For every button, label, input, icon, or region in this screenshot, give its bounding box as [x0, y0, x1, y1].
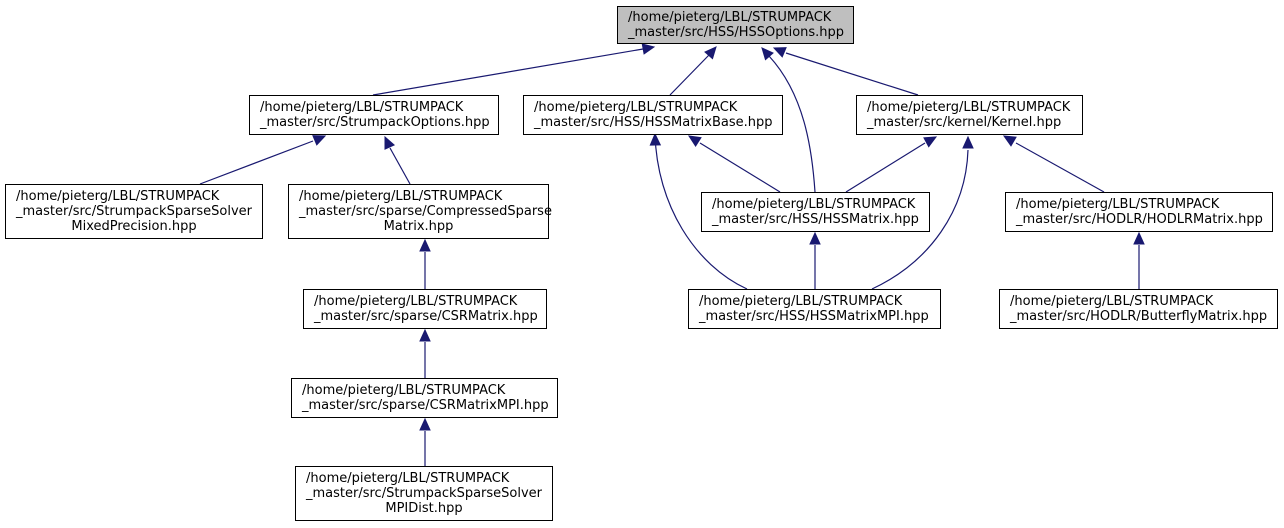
- node-label-line: /home/pieterg/LBL/STRUMPACK: [302, 383, 506, 398]
- node-kernel[interactable]: /home/pieterg/LBL/STRUMPACK_master/src/k…: [856, 95, 1083, 135]
- edge-arrowhead: [419, 238, 431, 252]
- node-label-line: /home/pieterg/LBL/STRUMPACK: [1010, 294, 1214, 309]
- edge-line: [669, 54, 710, 96]
- edge-hssmatrixbase-to-hssoptions: [669, 46, 717, 96]
- node-csrmatrixmpi[interactable]: /home/pieterg/LBL/STRUMPACK_master/src/s…: [291, 378, 558, 418]
- node-label-line: _master/src/kernel/Kernel.hpp: [867, 115, 1062, 130]
- node-compressedsparse[interactable]: /home/pieterg/LBL/STRUMPACK_master/src/s…: [288, 184, 552, 239]
- node-label-line: _master/src/HODLR/HODLRMatrix.hpp: [1016, 212, 1263, 227]
- node-label-line: Matrix.hpp: [383, 219, 454, 234]
- node-sparsesolvermixed[interactable]: /home/pieterg/LBL/STRUMPACK_master/src/S…: [5, 184, 263, 239]
- node-label-line: _master/src/StrumpackSparseSolver: [306, 486, 543, 501]
- node-sparsesolvermpidist[interactable]: /home/pieterg/LBL/STRUMPACK_master/src/S…: [295, 466, 553, 521]
- edge-hssmatrix-to-hssmatrixbase: [687, 135, 781, 193]
- node-label-line: /home/pieterg/LBL/STRUMPACK: [299, 189, 503, 204]
- node-label-line: _master/src/StrumpackSparseSolver: [16, 204, 253, 219]
- node-label-line: _master/src/sparse/CompressedSparse: [299, 204, 552, 219]
- edge-butterfly-to-hodlrmatrix: [1133, 231, 1145, 289]
- node-label-line: _master/src/HSS/HSSMatrixMPI.hpp: [699, 309, 929, 324]
- edge-hssmatrixmpi-to-hssmatrix: [809, 231, 821, 289]
- edge-arrowhead: [419, 328, 431, 342]
- node-hssmatrix[interactable]: /home/pieterg/LBL/STRUMPACK_master/src/H…: [701, 192, 930, 232]
- node-label-line: _master/src/HSS/HSSOptions.hpp: [628, 25, 845, 40]
- edge-arrowhead: [641, 43, 656, 55]
- node-label-line: MPIDist.hpp: [385, 501, 463, 516]
- node-label-line: /home/pieterg/LBL/STRUMPACK: [534, 100, 738, 115]
- edge-arrowhead: [962, 135, 974, 149]
- node-hssmatrixmpi[interactable]: /home/pieterg/LBL/STRUMPACK_master/src/H…: [688, 289, 941, 329]
- edge-csrmatrix-to-compressedsparse: [419, 238, 431, 289]
- edge-arrowhead: [704, 46, 717, 60]
- edge-line: [699, 142, 781, 193]
- node-label-line: MixedPrecision.hpp: [71, 219, 197, 234]
- edge-line: [785, 52, 919, 96]
- node-label-line: /home/pieterg/LBL/STRUMPACK: [699, 294, 903, 309]
- edge-arrowhead: [1133, 231, 1145, 245]
- node-strumpackoptions[interactable]: /home/pieterg/LBL/STRUMPACK_master/src/S…: [249, 95, 499, 135]
- edge-line: [845, 142, 926, 193]
- edge-hssmatrix-to-kernel: [845, 136, 938, 193]
- node-label-line: _master/src/HSS/HSSMatrix.hpp: [712, 212, 919, 227]
- edge-csrmatrixmpi-to-csrmatrix: [419, 328, 431, 378]
- edge-sparsesolvermixed-to-strumpackoptions: [199, 135, 327, 185]
- edge-arrowhead: [384, 135, 396, 150]
- node-hssoptions: /home/pieterg/LBL/STRUMPACK_master/src/H…: [617, 6, 854, 44]
- node-label-line: /home/pieterg/LBL/STRUMPACK: [712, 197, 916, 212]
- edge-arrowhead: [761, 47, 774, 61]
- node-label-line: _master/src/sparse/CSRMatrixMPI.hpp: [302, 398, 549, 413]
- node-label-line: /home/pieterg/LBL/STRUMPACK: [867, 100, 1071, 115]
- edge-sparsesolvermpidist-to-csrmatrixmpi: [419, 417, 431, 466]
- edge-hssmatrixmpi-to-hssmatrixbase: [649, 132, 748, 290]
- edge-line: [1015, 142, 1105, 193]
- node-hodlrmatrix[interactable]: /home/pieterg/LBL/STRUMPACK_master/src/H…: [1005, 192, 1273, 232]
- node-label-line: /home/pieterg/LBL/STRUMPACK: [628, 10, 832, 25]
- edge-arrowhead: [772, 47, 787, 58]
- edge-strumpackoptions-to-hssoptions: [372, 43, 656, 96]
- edge-hssmatrix-to-hssoptions: [761, 47, 816, 193]
- edge-arrowhead: [923, 136, 938, 148]
- node-label-line: /home/pieterg/LBL/STRUMPACK: [306, 471, 510, 486]
- node-label-line: /home/pieterg/LBL/STRUMPACK: [314, 294, 518, 309]
- node-label-line: _master/src/HODLR/ButterflyMatrix.hpp: [1010, 309, 1268, 324]
- edge-arrowhead: [809, 231, 821, 245]
- edge-arrowhead: [1002, 135, 1017, 147]
- node-label-line: /home/pieterg/LBL/STRUMPACK: [16, 189, 220, 204]
- edge-hodlrmatrix-to-kernel: [1002, 135, 1105, 193]
- edge-hssmatrixmpi-to-kernel: [871, 135, 974, 290]
- edge-line: [654, 133, 748, 290]
- edge-arrowhead: [687, 135, 702, 148]
- edge-line: [389, 147, 411, 185]
- node-label-line: /home/pieterg/LBL/STRUMPACK: [1016, 197, 1220, 212]
- node-label-line: /home/pieterg/LBL/STRUMPACK: [260, 100, 464, 115]
- edge-arrowhead: [419, 417, 431, 431]
- node-label-line: _master/src/HSS/HSSMatrixBase.hpp: [534, 115, 773, 130]
- edge-line: [768, 55, 816, 193]
- edge-line: [372, 48, 644, 96]
- node-butterfly[interactable]: /home/pieterg/LBL/STRUMPACK_master/src/H…: [999, 289, 1278, 329]
- node-label-line: _master/src/sparse/CSRMatrix.hpp: [314, 309, 538, 324]
- node-csrmatrix[interactable]: /home/pieterg/LBL/STRUMPACK_master/src/s…: [303, 289, 547, 329]
- edge-arrowhead: [649, 132, 662, 146]
- node-hssmatrixbase[interactable]: /home/pieterg/LBL/STRUMPACK_master/src/H…: [523, 95, 783, 135]
- edge-arrowhead: [312, 135, 327, 146]
- edge-kernel-to-hssoptions: [772, 47, 919, 96]
- node-label-line: _master/src/StrumpackOptions.hpp: [260, 115, 490, 130]
- edge-line: [199, 140, 314, 185]
- edge-line: [871, 149, 969, 290]
- edge-compressedsparse-to-strumpackoptions: [384, 135, 411, 185]
